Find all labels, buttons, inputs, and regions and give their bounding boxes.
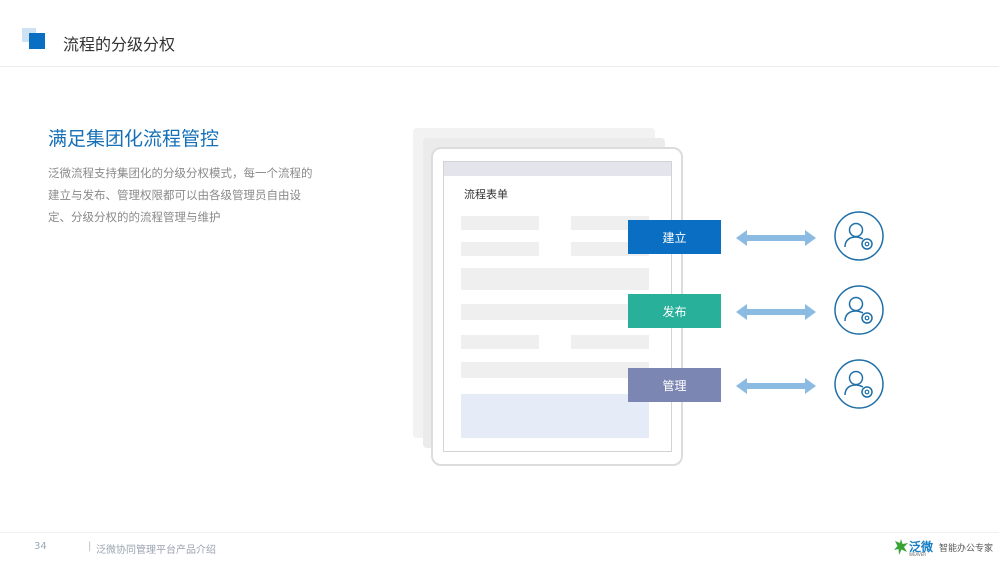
header-decor-square-front <box>29 33 45 49</box>
form-placeholder <box>461 242 539 256</box>
role-publish-button[interactable]: 发布 <box>628 294 721 328</box>
role-manage-button[interactable]: 管理 <box>628 368 721 402</box>
logo-subtext: WEAVER <box>909 552 927 557</box>
weaver-logo-icon <box>894 539 908 555</box>
form-placeholder <box>461 216 539 230</box>
logo-text: 泛微 <box>909 540 934 554</box>
form-placeholder <box>571 335 649 349</box>
form-placeholder <box>461 268 649 290</box>
footer-text: 泛微协同管理平台产品介绍 <box>96 545 216 556</box>
user-settings-icon <box>834 285 884 335</box>
user-settings-icon <box>834 359 884 409</box>
role-label: 发布 <box>662 304 687 319</box>
form-title: 流程表单 <box>464 188 508 201</box>
form-textarea-placeholder <box>461 394 649 438</box>
header-divider <box>0 66 999 67</box>
section-description: 泛微流程支持集团化的分级分权模式，每一个流程的建立与发布、管理权限都可以由各级管… <box>48 166 313 224</box>
screen-top-bar <box>444 162 671 176</box>
role-label: 管理 <box>662 378 687 393</box>
form-placeholder <box>461 304 649 320</box>
page-title: 流程的分级分权 <box>63 35 176 54</box>
double-arrow-icon <box>736 378 816 394</box>
section-subtitle: 满足集团化流程管控 <box>48 128 220 150</box>
double-arrow-icon <box>736 230 816 246</box>
footer-separator: | <box>88 541 92 552</box>
double-arrow-icon <box>736 304 816 320</box>
form-placeholder <box>461 362 649 378</box>
footer-divider <box>0 532 999 533</box>
role-build-button[interactable]: 建立 <box>628 220 721 254</box>
page-number: 34 <box>34 541 47 552</box>
form-placeholder <box>461 335 539 349</box>
footer-slogan: 智能办公专家 <box>939 544 994 554</box>
user-settings-icon <box>834 211 884 261</box>
role-label: 建立 <box>662 230 687 245</box>
